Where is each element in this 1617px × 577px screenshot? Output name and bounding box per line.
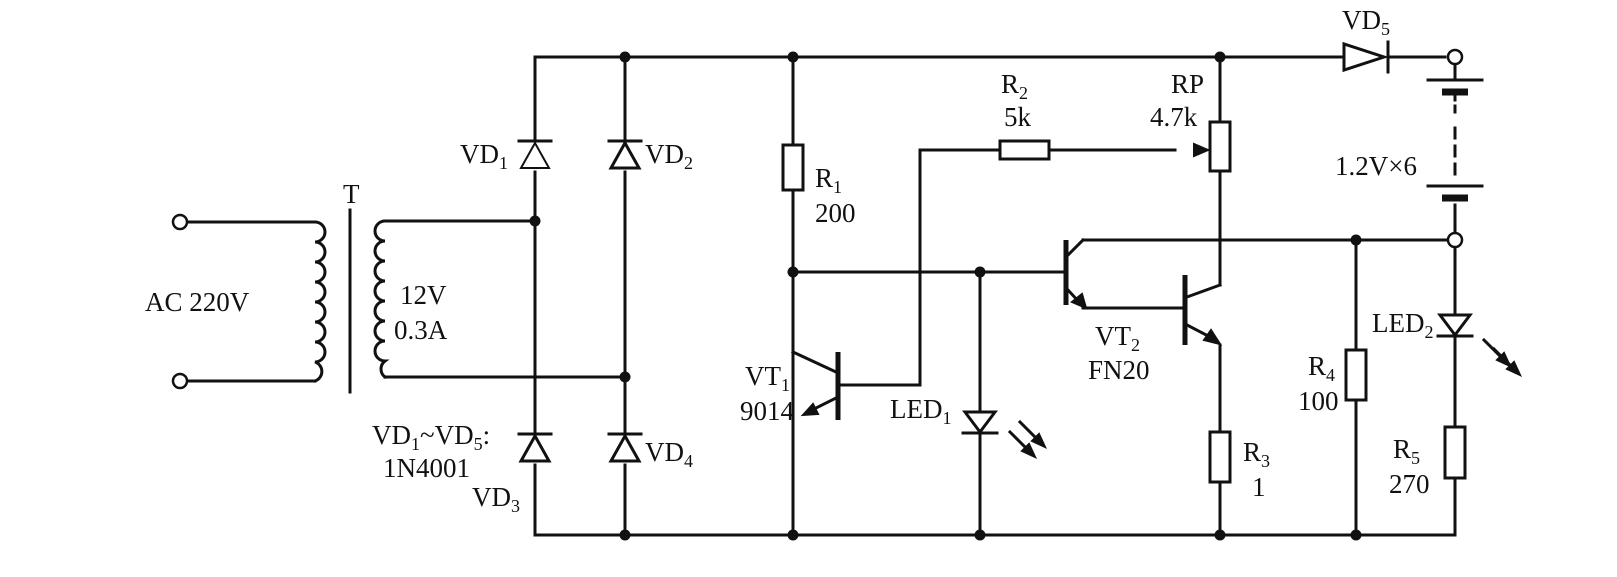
diode-note: VD1~VD5: 1N4001 (372, 420, 490, 483)
transistor-vt1: VT1 9014 (740, 350, 841, 426)
svg-text:VT1: VT1 (745, 361, 790, 395)
transistor-vt2 (1063, 237, 1184, 310)
vt2-ref: VT (1095, 321, 1131, 351)
svg-text:LED2: LED2 (1372, 308, 1433, 342)
r1-ref: R (815, 163, 833, 193)
vt2-part: FN20 (1088, 355, 1150, 385)
svg-text:R5: R5 (1393, 434, 1420, 468)
r5-ref: R (1393, 434, 1411, 464)
terminals (171, 48, 1464, 390)
r1-value: 200 (815, 198, 856, 228)
note-vd-a: VD (372, 420, 411, 450)
r4-value: 100 (1298, 386, 1339, 416)
r3-idx: 3 (1261, 451, 1270, 471)
svg-text:LED1: LED1 (890, 394, 951, 428)
r3-ref: R (1243, 437, 1261, 467)
transistor-vt3: VT2 FN20 (1088, 275, 1223, 385)
vt1-idx: 1 (781, 375, 790, 395)
svg-text:R1: R1 (815, 163, 842, 197)
r2-idx: 2 (1019, 83, 1028, 103)
resistor-r4: R4 100 (1298, 348, 1368, 416)
rp-ref: RP (1171, 69, 1204, 99)
resistor-r1: R1 200 (781, 143, 856, 228)
diode-vd4: VD4 (607, 432, 693, 471)
note-colon: : (483, 420, 491, 450)
svg-text:VD1~VD5:: VD1~VD5: (372, 420, 490, 454)
r4-ref: R (1308, 351, 1326, 381)
note-part: 1N4001 (383, 453, 470, 483)
secondary-voltage-label: 12V (400, 280, 447, 310)
r3-value: 1 (1252, 472, 1266, 502)
led1-idx: 1 (942, 408, 951, 428)
led-2: LED2 (1372, 308, 1523, 378)
svg-text:VD4: VD4 (645, 437, 693, 471)
svg-text:R2: R2 (1001, 69, 1028, 103)
r1-idx: 1 (833, 177, 842, 197)
secondary-current-label: 0.3A (394, 315, 448, 345)
diode-vd1: VD1 (460, 139, 553, 173)
svg-text:VD1: VD1 (460, 139, 508, 173)
transformer: T AC 220V 12V 0.3A (145, 179, 448, 394)
vd1-idx: 1 (499, 153, 508, 173)
vd2-ref: VD (645, 139, 684, 169)
vd3-ref: VD (472, 482, 511, 512)
battery-label: 1.2V×6 (1335, 151, 1417, 181)
resistor-r3: R3 1 (1208, 430, 1270, 502)
r2-value: 5k (1004, 102, 1032, 132)
led1-ref: LED (890, 394, 942, 424)
vd5-idx: 5 (1381, 19, 1390, 39)
wires (186, 55, 1457, 537)
vt1-ref: VT (745, 361, 781, 391)
vd1-ref: VD (460, 139, 499, 169)
input-voltage-label: AC 220V (145, 287, 250, 317)
diode-vd3: VD3 (472, 432, 553, 516)
note-vd-b: ~VD (420, 420, 474, 450)
svg-text:VD2: VD2 (645, 139, 693, 173)
svg-text:VD5: VD5 (1342, 5, 1390, 39)
vd3-idx: 3 (511, 496, 520, 516)
vd2-idx: 2 (684, 153, 693, 173)
r2-ref: R (1001, 69, 1019, 99)
led-1: LED1 (890, 394, 1048, 460)
r5-value: 270 (1389, 469, 1430, 499)
svg-text:R4: R4 (1308, 351, 1335, 385)
led2-ref: LED (1372, 308, 1424, 338)
rp-value: 4.7k (1150, 102, 1198, 132)
vt2-idx: 2 (1131, 335, 1140, 355)
potentiometer-rp: RP 4.7k (1150, 69, 1232, 173)
junction-dots (529, 51, 1362, 541)
vd4-idx: 4 (684, 451, 693, 471)
r4-idx: 4 (1326, 365, 1335, 385)
svg-text:VT2: VT2 (1095, 321, 1140, 355)
vd4-ref: VD (645, 437, 684, 467)
battery: 1.2V×6 (1335, 78, 1484, 202)
vt1-part: 9014 (740, 396, 795, 426)
resistor-r2: R2 5k (998, 69, 1051, 161)
led2-idx: 2 (1424, 322, 1433, 342)
svg-text:R3: R3 (1243, 437, 1270, 471)
note-vd-b-idx: 5 (474, 434, 483, 454)
r5-idx: 5 (1411, 448, 1420, 468)
note-vd-a-idx: 1 (411, 434, 420, 454)
svg-text:VD3: VD3 (472, 482, 520, 516)
transformer-ref: T (343, 179, 360, 209)
resistor-r5: R5 270 (1389, 425, 1467, 499)
diode-vd2: VD2 (607, 139, 693, 173)
diode-vd5: VD5 (1342, 5, 1390, 74)
vd5-ref: VD (1342, 5, 1381, 35)
